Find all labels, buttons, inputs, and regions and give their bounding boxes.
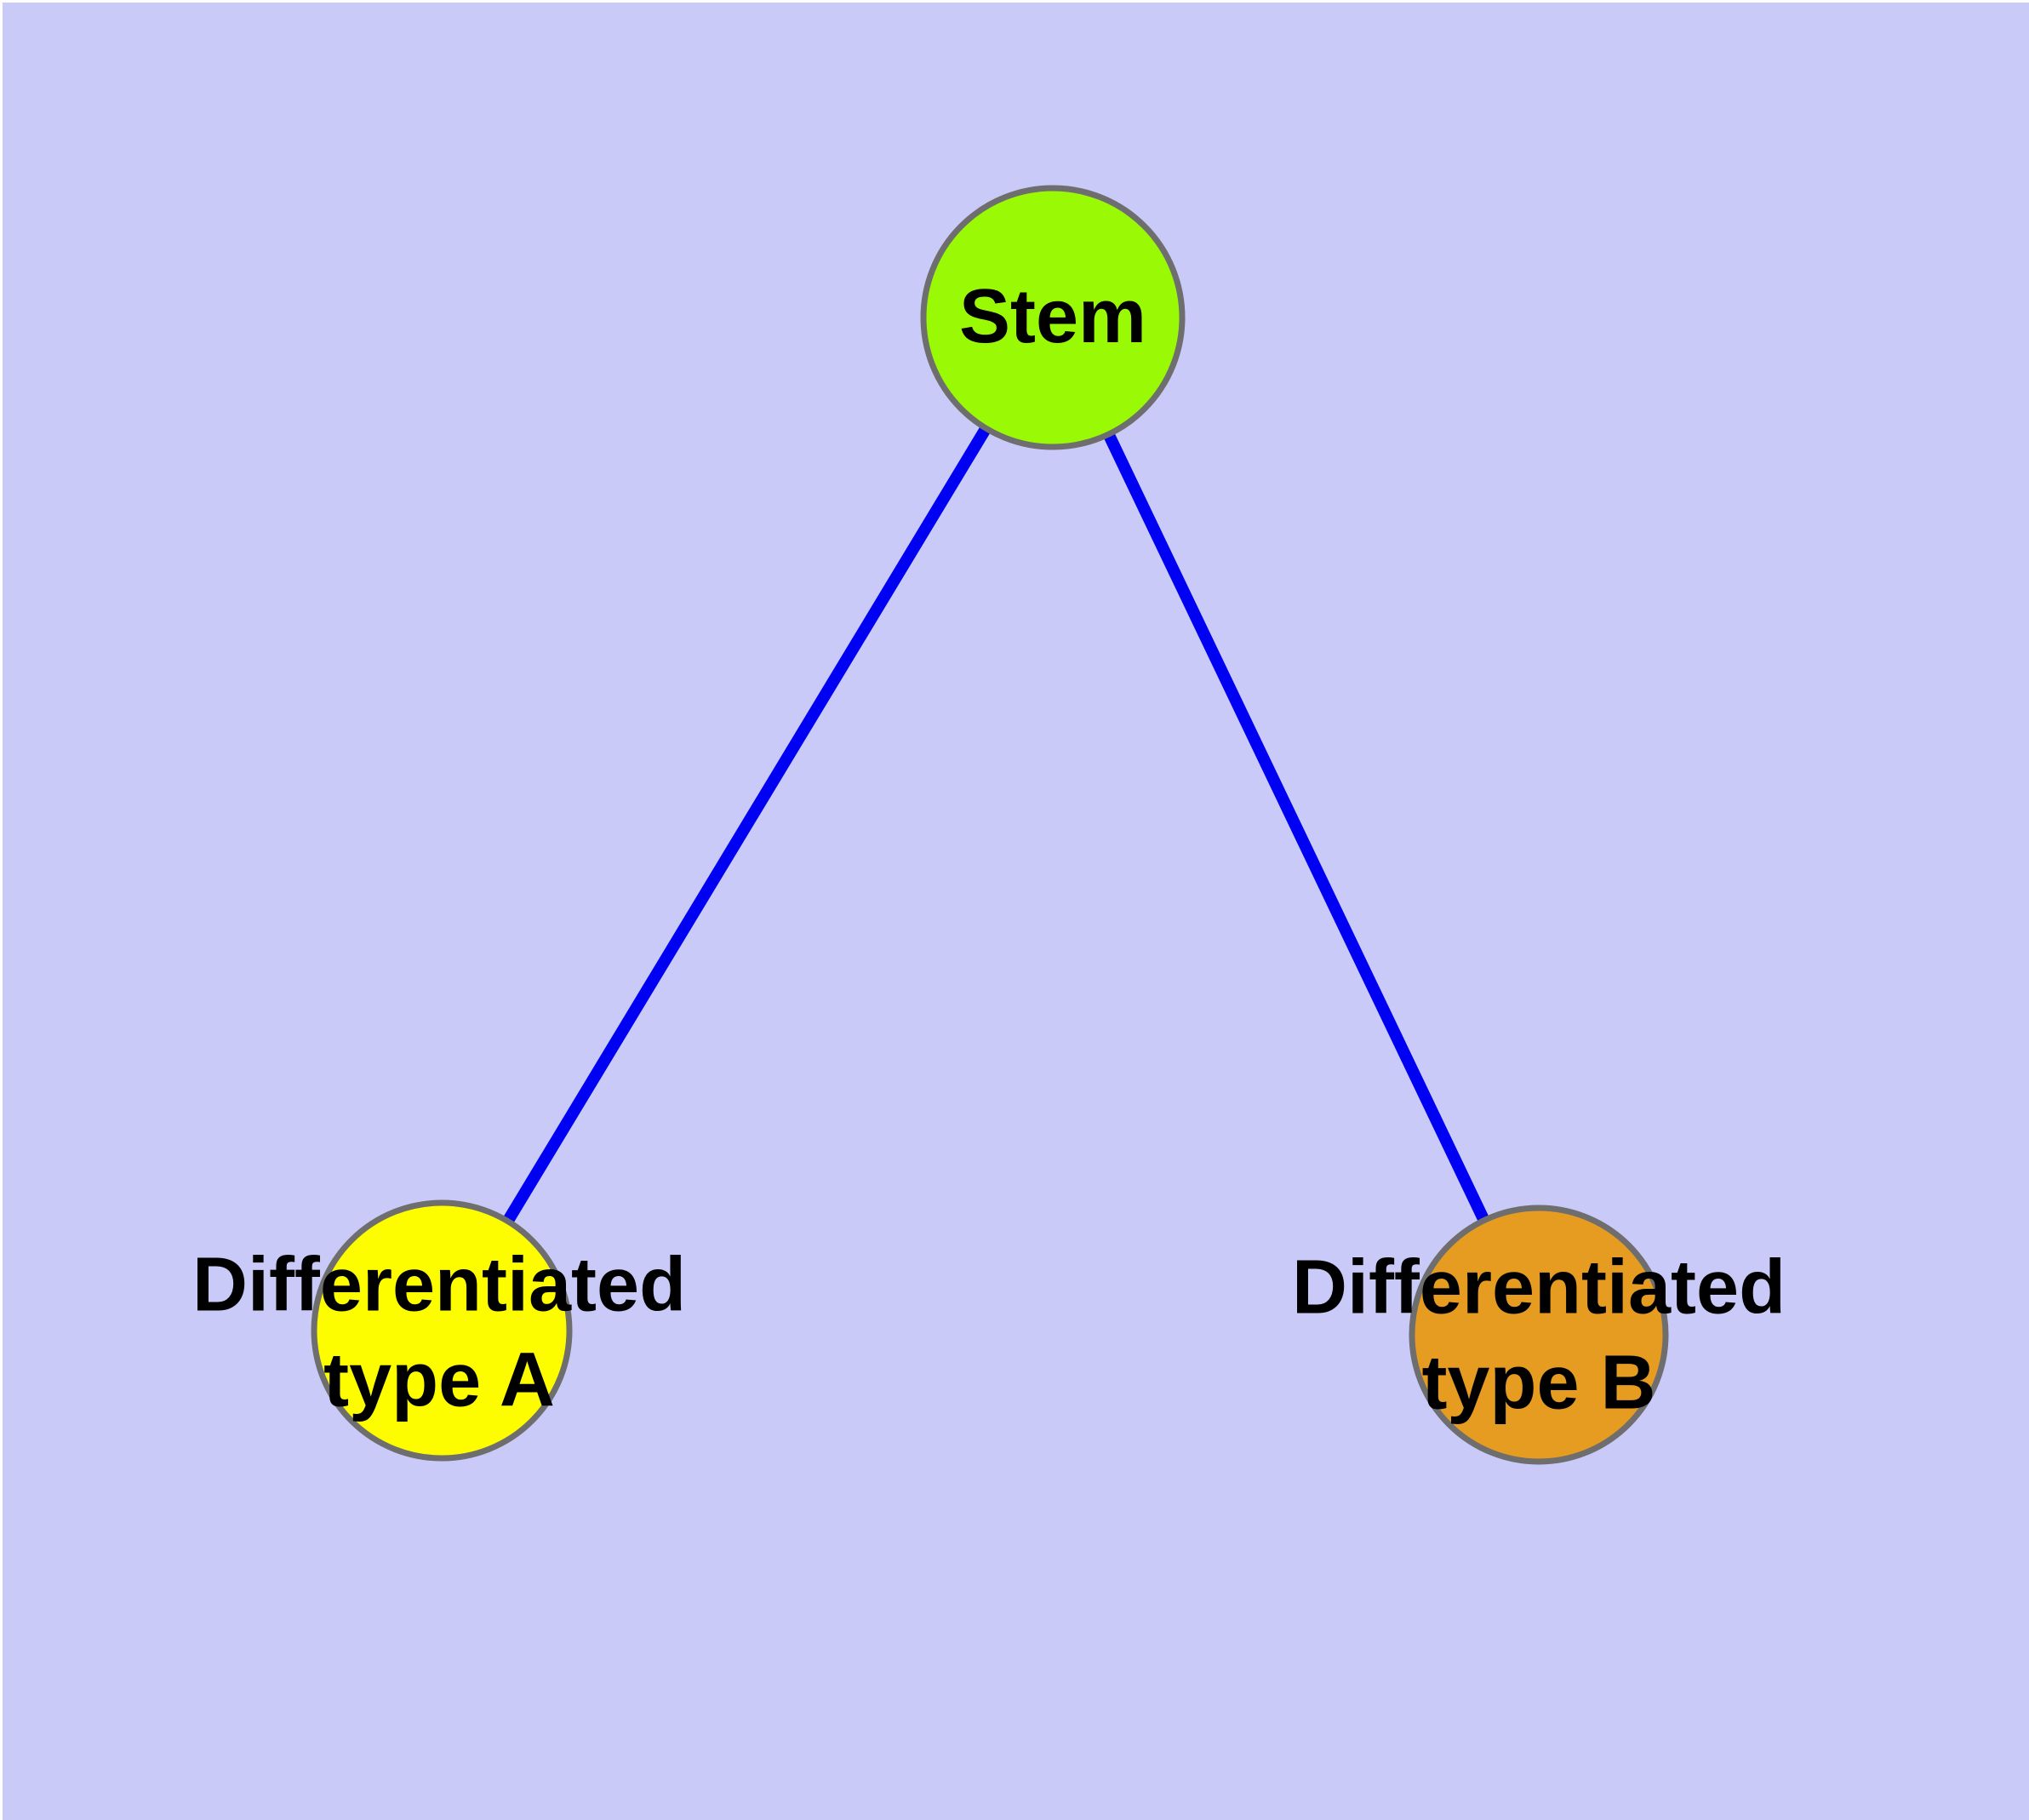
graph-svg bbox=[311, 185, 1669, 1465]
edge-stem-to-type-b bbox=[1047, 314, 1545, 1338]
edge-stem-to-type-a bbox=[437, 314, 1058, 1334]
node-differentiated-type-b bbox=[1409, 1205, 1669, 1465]
node-differentiated-type-a bbox=[311, 1199, 573, 1462]
node-stem bbox=[920, 185, 1186, 450]
